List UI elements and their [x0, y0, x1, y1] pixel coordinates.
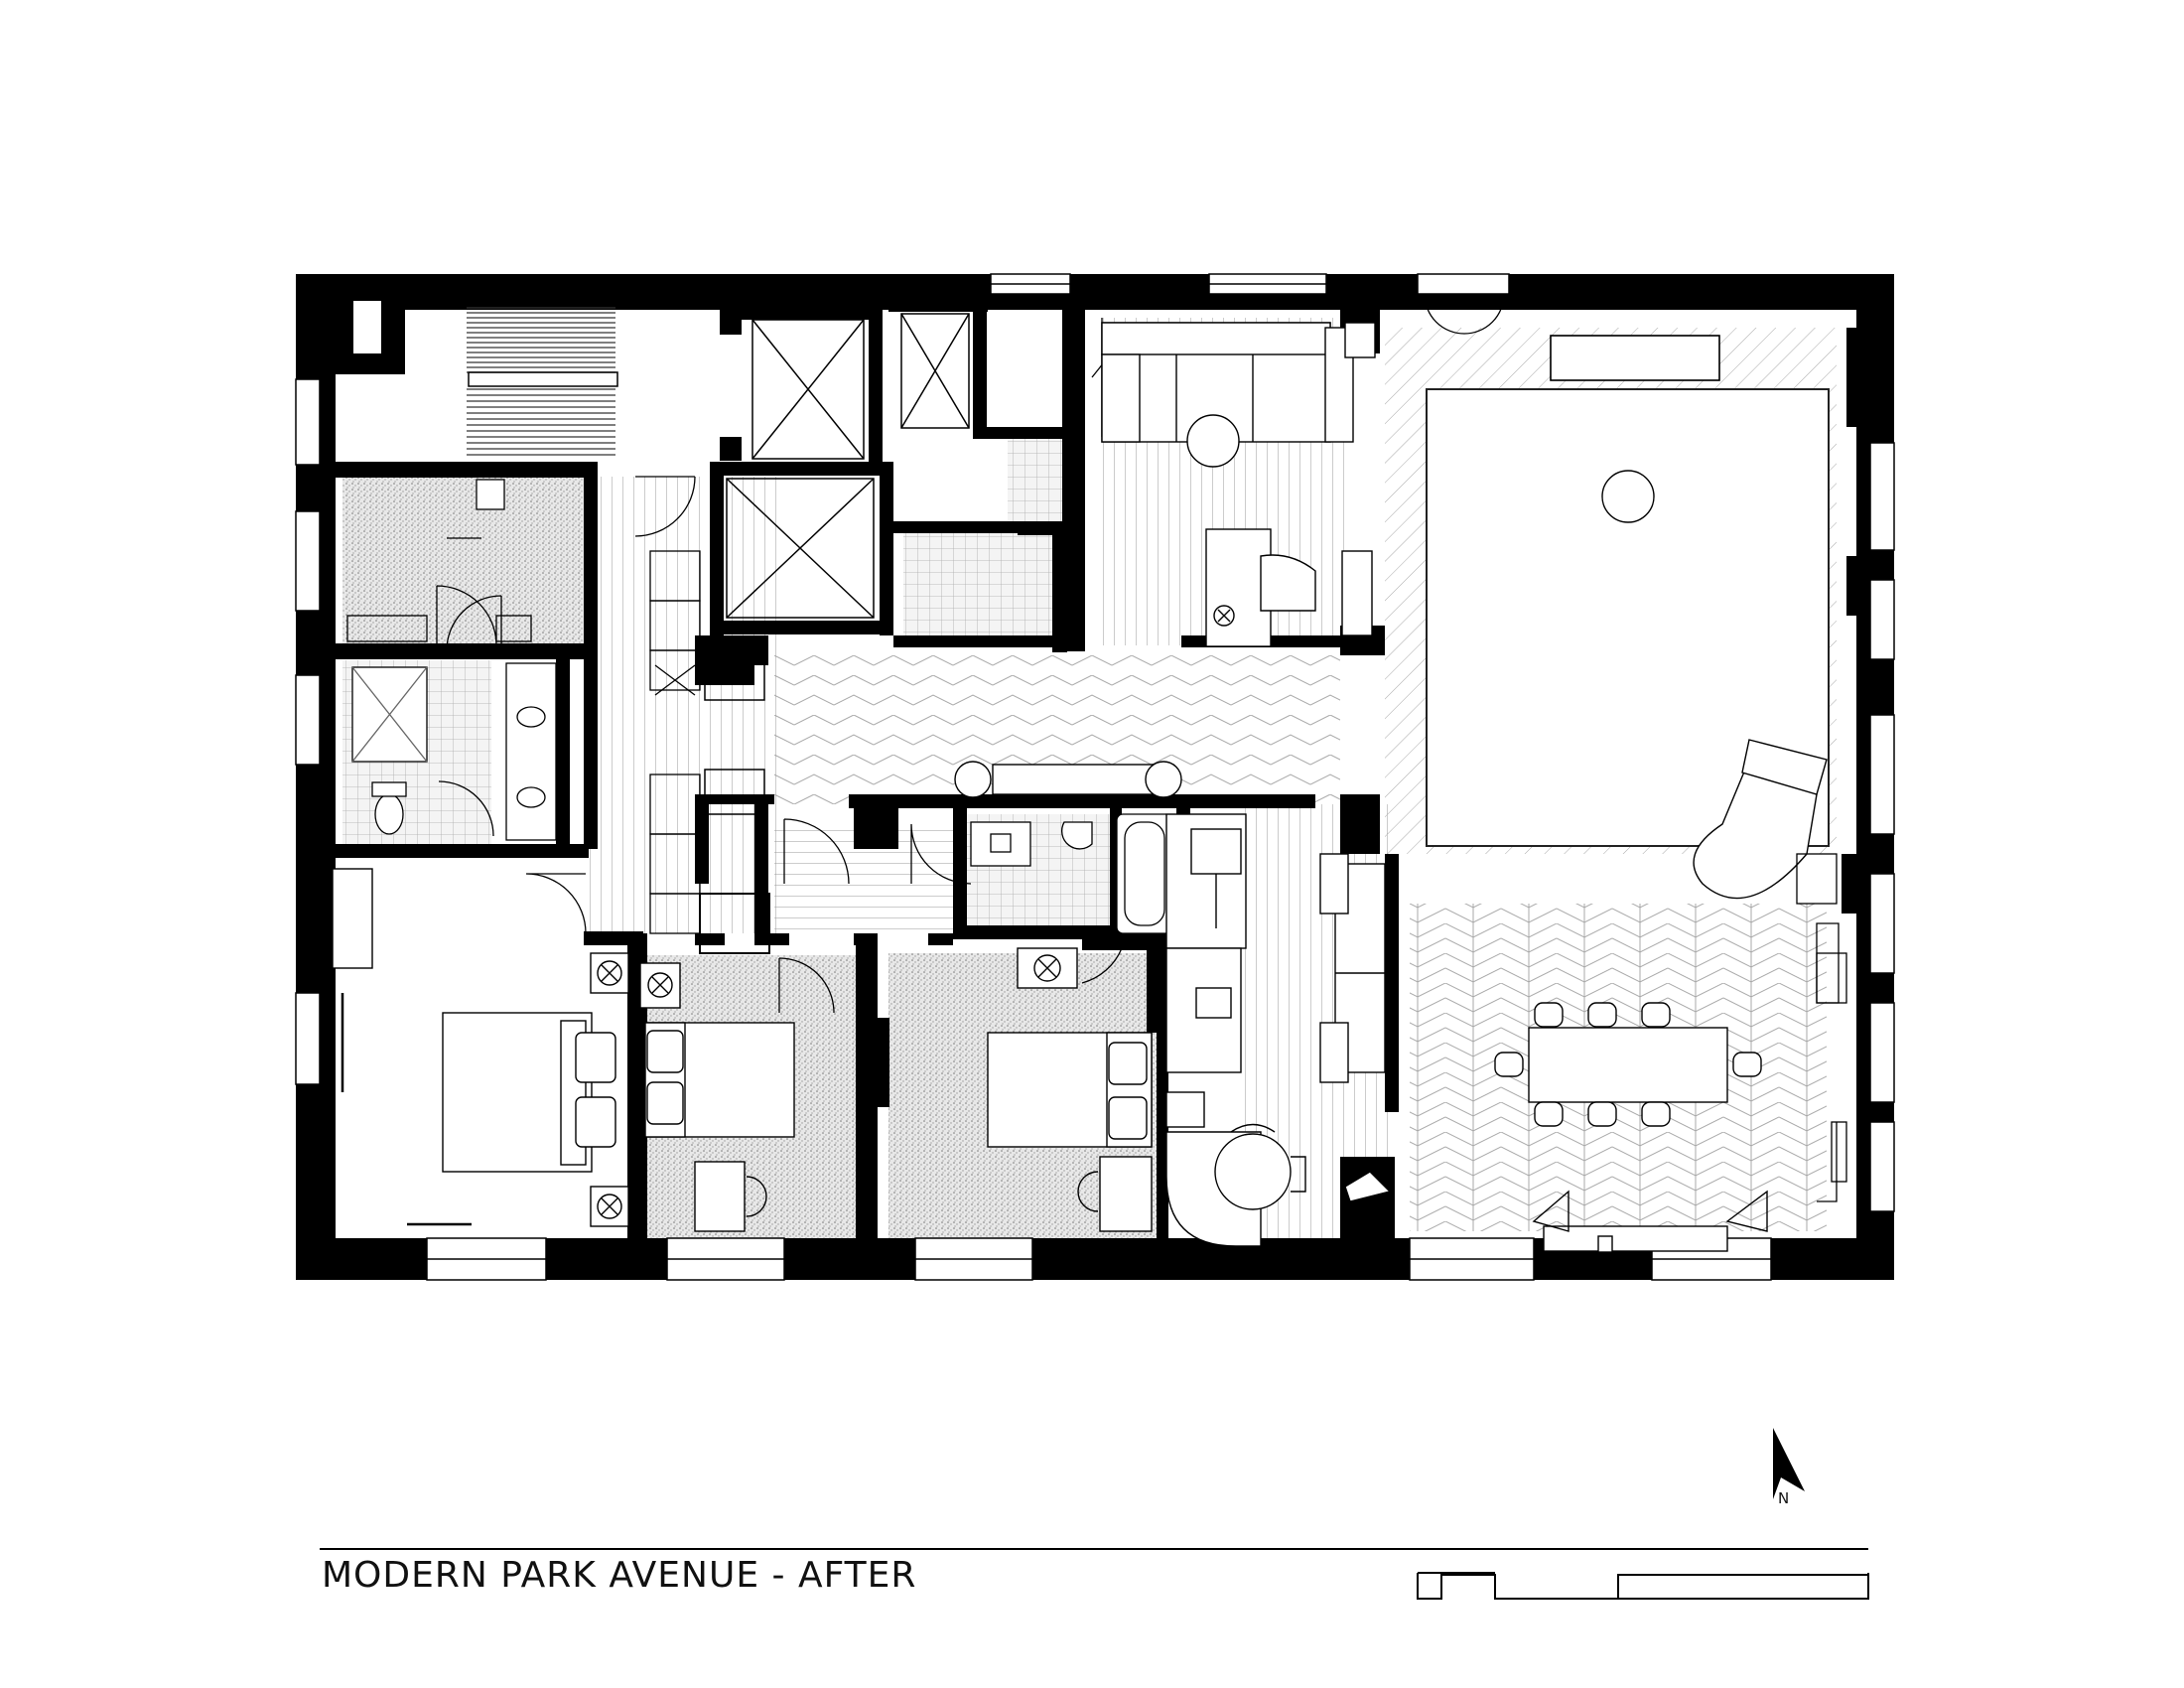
dining-chair — [1534, 1002, 1564, 1028]
bath-fixtures-a — [346, 479, 532, 642]
dining — [1494, 1002, 1768, 1253]
stair — [351, 299, 618, 456]
living-room — [1550, 335, 1828, 900]
hall-sofa — [1319, 853, 1392, 1202]
dining-chair — [1494, 1052, 1524, 1077]
small-bath — [970, 813, 1172, 934]
closets — [649, 550, 770, 954]
corridor-bench — [954, 761, 1182, 798]
drawing-title: MODERN PARK AVENUE - AFTER — [322, 1555, 917, 1596]
north-arrow-icon — [1773, 1428, 1805, 1499]
scale-bar — [1417, 1572, 1869, 1600]
north-label: N — [1778, 1489, 1790, 1507]
bedroom-3 — [987, 947, 1153, 1232]
dining-chair — [1732, 1052, 1762, 1077]
dining-chair — [1587, 1101, 1617, 1127]
bedroom-2 — [639, 962, 795, 1232]
elevators — [726, 313, 970, 619]
dining-chair — [1641, 1101, 1671, 1127]
den — [1101, 322, 1376, 647]
master-bedroom — [332, 868, 629, 1227]
bath-fixtures-master — [351, 662, 557, 841]
dining-chair — [1587, 1002, 1617, 1028]
dining-chair — [1534, 1101, 1564, 1127]
radiator-blocks — [1796, 853, 1847, 1183]
dining-chair — [1641, 1002, 1671, 1028]
kitchen — [1165, 813, 1306, 1247]
